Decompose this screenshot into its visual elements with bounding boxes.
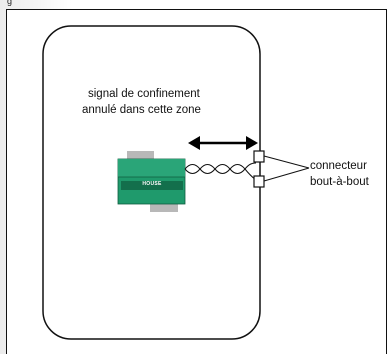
splice-connector-top: [253, 150, 265, 163]
connector-leader-bottom: [263, 167, 310, 182]
transmitter-top-bracket: [127, 151, 154, 160]
splice-connector-bottom: [253, 175, 265, 188]
twisted-wire-pair: [184, 162, 257, 181]
transmitter-box: [117, 158, 186, 205]
connector-leader-top: [263, 155, 310, 169]
figure-frame: [6, 9, 387, 354]
zone-caption-line1: signal de confinement: [88, 88, 200, 100]
zone-arrow-left-head: [188, 136, 200, 150]
zone-caption-line2: annulé dans cette zone: [82, 104, 201, 116]
corner-label: g: [7, 0, 13, 6]
transmitter-label: HOUSE: [142, 181, 162, 187]
zone-arrow-right-head: [246, 136, 258, 150]
connector-caption-line2: bout-à-bout: [310, 176, 369, 188]
connector-caption-line1: connecteur: [310, 160, 367, 172]
transmitter-bottom-bracket: [150, 203, 178, 212]
